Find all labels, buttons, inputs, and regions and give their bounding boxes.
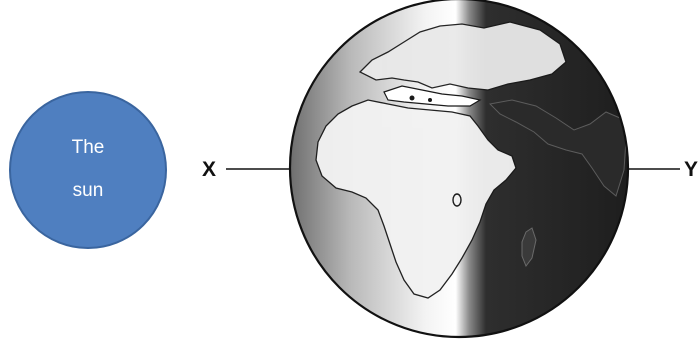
earth-globe	[290, 0, 628, 337]
sun-label-line1: The	[72, 137, 105, 158]
mediterranean-island	[410, 96, 415, 101]
y-marker: Y	[628, 158, 698, 181]
x-marker: X	[202, 158, 291, 181]
x-label: X	[202, 158, 216, 181]
mediterranean-island	[428, 98, 432, 102]
sun-label-line2: sun	[73, 180, 104, 201]
y-label: Y	[684, 158, 698, 181]
sun-circle	[10, 92, 166, 248]
sun: The sun	[10, 92, 166, 248]
